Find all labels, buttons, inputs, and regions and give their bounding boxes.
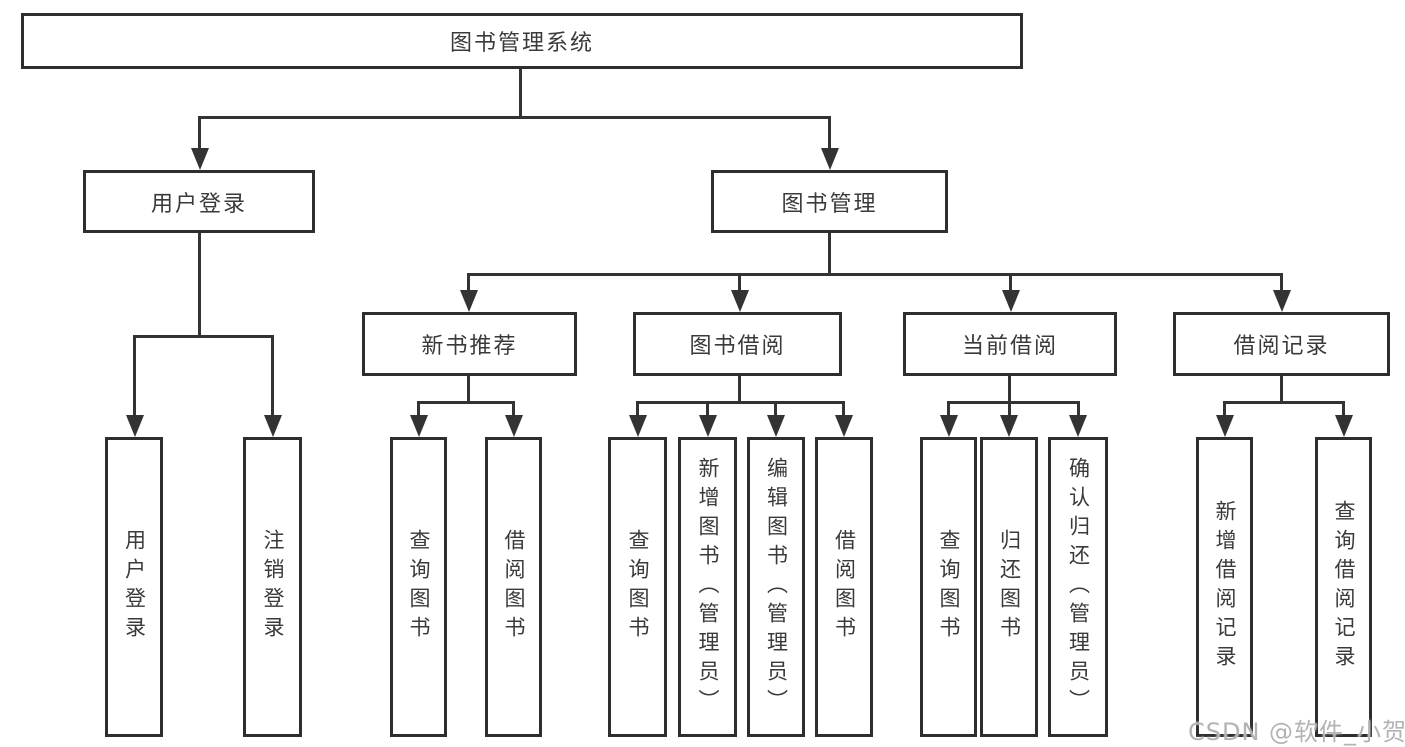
arrow-g4-leaf3 (1069, 415, 1087, 437)
connector-g2-drop2 (512, 401, 515, 419)
connector-g5-drop1 (1223, 401, 1226, 419)
connector-g2-stem (467, 376, 470, 404)
connector-borrow-record-drop (1280, 273, 1283, 295)
connector-book-mgmt-drop (828, 116, 831, 152)
leaf-confirm-return-admin-label: 确认归还（管理员） (1066, 456, 1091, 718)
leaf-query-borrow-record: 查询借阅记录 (1315, 437, 1372, 737)
leaf-user-login-label: 用户登录 (122, 529, 147, 645)
node-root: 图书管理系统 (21, 13, 1023, 69)
leaf-borrow-books: 借阅图书 (815, 437, 873, 737)
node-book-borrowing: 图书借阅 (633, 312, 842, 376)
leaf-query-books-current: 查询图书 (920, 437, 977, 737)
leaf-query-books-current-label: 查询图书 (937, 529, 961, 645)
arrow-g5-leaf2 (1334, 415, 1353, 437)
leaf-query-books-recommend: 查询图书 (390, 437, 447, 737)
connector-g5-drop2 (1342, 401, 1345, 419)
arrow-to-leaf-logout (263, 415, 282, 437)
connector-g3-drop3 (774, 401, 777, 419)
arrow-g2-leaf1 (409, 415, 428, 437)
connector-book-borrow-drop (738, 273, 741, 295)
connector-level3-bus (467, 273, 1283, 276)
leaf-return-books: 归还图书 (980, 437, 1038, 737)
connector-g5-stem (1280, 376, 1283, 404)
leaf-add-books-admin: 新增图书（管理员） (678, 437, 737, 737)
arrow-g4-leaf2 (1000, 415, 1018, 437)
leaf-borrow-books-recommend: 借阅图书 (485, 437, 542, 737)
connector-g4-bar (947, 401, 1080, 404)
connector-book-mgmt-stem (828, 233, 831, 276)
connector-g3-drop4 (842, 401, 845, 419)
node-user-login: 用户登录 (83, 170, 315, 233)
node-borrowing-records: 借阅记录 (1173, 312, 1390, 376)
arrow-g3-leaf1 (628, 415, 647, 437)
arrow-g2-leaf2 (504, 415, 523, 437)
leaf-add-borrow-record: 新增借阅记录 (1196, 437, 1253, 737)
connector-new-book-drop (467, 273, 470, 295)
leaf-confirm-return-admin: 确认归还（管理员） (1048, 437, 1108, 737)
node-book-management-label: 图书管理 (781, 191, 878, 217)
arrow-to-leaf-user-login (125, 415, 144, 437)
arrow-to-user-login (190, 148, 209, 170)
connector-g3-drop2 (706, 401, 709, 419)
arrow-g4-leaf1 (939, 415, 958, 437)
leaf-query-books-borrowing: 查询图书 (608, 437, 667, 737)
arrow-g3-leaf4 (835, 415, 853, 437)
connector-g3-bar (636, 401, 845, 404)
arrow-g3-leaf3 (767, 415, 785, 437)
connector-g4-drop2 (1008, 401, 1011, 419)
leaf-borrow-books-label: 借阅图书 (832, 529, 857, 645)
leaf-return-books-label: 归还图书 (997, 529, 1022, 645)
connector-g2-bar (417, 401, 515, 404)
leaf-query-books-recommend-label: 查询图书 (407, 529, 431, 645)
node-new-book-recommend: 新书推荐 (362, 312, 577, 376)
connector-g3-drop1 (636, 401, 639, 419)
arrow-to-book-borrow (730, 290, 749, 312)
arrow-to-new-book (459, 290, 478, 312)
leaf-edit-books-admin: 编辑图书（管理员） (747, 437, 805, 737)
connector-current-borrow-drop (1009, 273, 1012, 295)
node-new-book-recommend-label: 新书推荐 (421, 334, 518, 359)
connector-user-login-stem (198, 233, 201, 338)
connector-level2-bar (198, 116, 831, 119)
connector-g5-bar (1223, 401, 1345, 404)
connector-g3-stem (738, 376, 741, 404)
node-current-borrowing: 当前借阅 (903, 312, 1117, 376)
node-root-label: 图书管理系统 (449, 31, 594, 56)
arrow-g3-leaf2 (698, 415, 717, 437)
connector-leaf-logout-drop (271, 335, 274, 420)
leaf-add-borrow-record-label: 新增借阅记录 (1213, 500, 1237, 674)
arrow-to-current-borrow (1001, 290, 1020, 312)
connector-g4-stem (1008, 376, 1011, 404)
connector-g4-drop3 (1077, 401, 1080, 419)
connector-user-login-drop (198, 116, 201, 152)
node-book-borrowing-label: 图书借阅 (689, 334, 786, 359)
leaf-user-login: 用户登录 (105, 437, 163, 737)
leaf-edit-books-admin-label: 编辑图书（管理员） (764, 456, 789, 718)
leaf-query-borrow-record-label: 查询借阅记录 (1332, 500, 1356, 674)
node-borrowing-records-label: 借阅记录 (1233, 334, 1330, 359)
node-book-management: 图书管理 (711, 170, 948, 233)
leaf-borrow-books-recommend-label: 借阅图书 (502, 529, 526, 645)
arrow-to-book-mgmt (820, 148, 839, 170)
node-user-login-label: 用户登录 (150, 191, 247, 217)
leaf-logout: 注销登录 (243, 437, 302, 737)
connector-root-trunk (519, 69, 522, 119)
node-current-borrowing-label: 当前借阅 (961, 334, 1058, 359)
arrow-to-borrow-record (1272, 290, 1291, 312)
connector-leaf-user-login-drop (133, 335, 136, 420)
connector-g4-drop1 (947, 401, 950, 419)
leaf-add-books-admin-label: 新增图书（管理员） (696, 456, 720, 718)
leaf-logout-label: 注销登录 (261, 529, 285, 645)
leaf-query-books-borrowing-label: 查询图书 (626, 529, 650, 645)
connector-g2-drop1 (417, 401, 420, 419)
arrow-g5-leaf1 (1215, 415, 1234, 437)
connector-user-login-children-bar (133, 335, 274, 338)
csdn-watermark: CSDN @软件_小贺同学 (1188, 718, 1405, 746)
